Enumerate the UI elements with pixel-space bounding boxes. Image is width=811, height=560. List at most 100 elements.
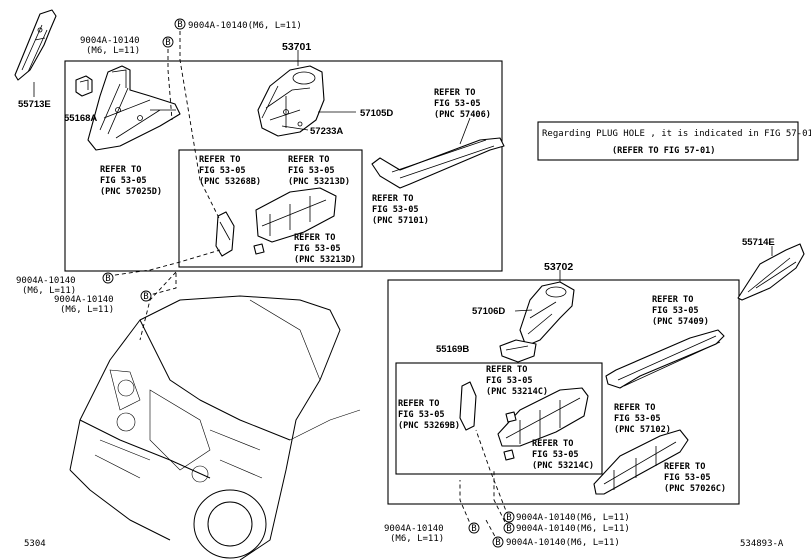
- label-57105D[interactable]: 57105D: [360, 108, 393, 119]
- fastener-label-botL-line1[interactable]: 9004A-10140: [384, 524, 444, 534]
- part-55169B-drawing: [499, 339, 537, 363]
- fastener-marker-top1: B: [174, 18, 186, 30]
- subgroup-right-box: [395, 362, 603, 475]
- label-55714E[interactable]: 55714E: [742, 237, 775, 248]
- inner-left-parts-drawing: [215, 187, 337, 257]
- fastener-label-top1[interactable]: 9004A-10140(M6, L=11): [188, 21, 302, 31]
- label-55713E[interactable]: 55713E: [18, 99, 51, 110]
- svg-text:FIG 53-05: FIG 53-05: [664, 473, 711, 483]
- fastener-marker-mid1: B: [102, 272, 114, 284]
- fastener-label-bot3[interactable]: 9004A-10140(M6, L=11): [506, 538, 620, 548]
- note-line-2[interactable]: (REFER TO FIG 57-01): [612, 146, 715, 156]
- fastener-marker-bot1: B: [503, 511, 515, 523]
- fastener-label-top2-line1[interactable]: 9004A-10140: [80, 36, 140, 46]
- svg-text:REFER TO: REFER TO: [434, 88, 475, 98]
- svg-text:(PNC 53214C): (PNC 53214C): [486, 387, 548, 397]
- svg-text:REFER TO: REFER TO: [652, 295, 693, 305]
- rail-57409-drawing: [605, 329, 725, 389]
- svg-text:B: B: [471, 524, 476, 534]
- svg-text:B: B: [495, 538, 500, 548]
- fastener-marker-bot3: B: [492, 536, 504, 548]
- inner-right-parts-drawing: [459, 381, 589, 461]
- fastener-label-mid2-line2: (M6, L=11): [60, 305, 114, 315]
- fastener-marker-top2: B: [162, 36, 174, 48]
- group-53702-box: [387, 279, 740, 505]
- refer-57026C[interactable]: REFER TO FIG 53-05 (PNC 57026C): [664, 462, 726, 494]
- label-53702[interactable]: 53702: [544, 261, 573, 273]
- svg-text:FIG 53-05: FIG 53-05: [434, 99, 481, 109]
- svg-text:REFER TO: REFER TO: [486, 365, 527, 375]
- refer-53269B[interactable]: REFER TO FIG 53-05 (PNC 53269B): [398, 399, 460, 431]
- rail-57406-drawing: [371, 137, 505, 189]
- svg-text:B: B: [177, 20, 182, 30]
- fastener-label-bot2[interactable]: 9004A-10140(M6, L=11): [516, 524, 630, 534]
- fastener-label-mid2-line1[interactable]: 9004A-10140: [54, 295, 114, 305]
- dashed-leaders: [107, 24, 509, 543]
- label-55168A[interactable]: 55168A: [64, 113, 97, 124]
- svg-text:FIG 53-05: FIG 53-05: [294, 244, 341, 254]
- refer-57102[interactable]: REFER TO FIG 53-05 (PNC 57102): [614, 403, 671, 435]
- svg-text:FIG 53-05: FIG 53-05: [652, 306, 699, 316]
- svg-text:B: B: [506, 524, 511, 534]
- svg-text:(PNC 53268B): (PNC 53268B): [199, 177, 261, 187]
- label-57106D[interactable]: 57106D: [472, 306, 505, 317]
- refer-57406[interactable]: REFER TO FIG 53-05 (PNC 57406): [434, 88, 491, 120]
- part-53701-drawing: [257, 65, 325, 137]
- svg-text:(PNC 57406): (PNC 57406): [434, 110, 491, 120]
- svg-text:B: B: [506, 513, 511, 523]
- svg-text:REFER TO: REFER TO: [288, 155, 329, 165]
- svg-text:REFER TO: REFER TO: [100, 165, 141, 175]
- svg-text:B: B: [165, 38, 170, 48]
- part-55714E-drawing: [737, 243, 805, 301]
- svg-text:FIG 53-05: FIG 53-05: [486, 376, 533, 386]
- svg-text:REFER TO: REFER TO: [664, 462, 705, 472]
- refer-53213D-upper[interactable]: REFER TO FIG 53-05 (PNC 53213D): [288, 155, 350, 187]
- car-illustration: [69, 295, 361, 560]
- fastener-label-top2-line2: (M6, L=11): [86, 46, 140, 56]
- fastener-label-bot1[interactable]: 9004A-10140(M6, L=11): [516, 513, 630, 523]
- svg-text:(PNC 57025D): (PNC 57025D): [100, 187, 162, 197]
- refer-53214C-upper[interactable]: REFER TO FIG 53-05 (PNC 53214C): [486, 365, 548, 397]
- svg-text:(PNC 57101): (PNC 57101): [372, 216, 429, 226]
- part-55713E-drawing: [14, 9, 57, 81]
- label-57233A[interactable]: 57233A: [310, 126, 343, 137]
- svg-text:(PNC 57026C): (PNC 57026C): [664, 484, 726, 494]
- svg-text:REFER TO: REFER TO: [532, 439, 573, 449]
- fastener-label-botL-line2: (M6, L=11): [390, 534, 444, 544]
- svg-text:(PNC 53213D): (PNC 53213D): [294, 255, 356, 265]
- refer-57101[interactable]: REFER TO FIG 53-05 (PNC 57101): [372, 194, 429, 226]
- svg-text:REFER TO: REFER TO: [199, 155, 240, 165]
- refer-53213D-lower[interactable]: REFER TO FIG 53-05 (PNC 53213D): [294, 233, 356, 265]
- svg-text:FIG 53-05: FIG 53-05: [532, 450, 579, 460]
- footer-right-code: 534893-A: [740, 539, 784, 549]
- svg-text:FIG 53-05: FIG 53-05: [372, 205, 419, 215]
- rail-57026C-drawing: [593, 429, 689, 495]
- svg-text:(PNC 53269B): (PNC 53269B): [398, 421, 460, 431]
- fastener-marker-bot2: B: [503, 522, 515, 534]
- refer-57025D[interactable]: REFER TO FIG 53-05 (PNC 57025D): [100, 165, 162, 197]
- refer-53268B[interactable]: REFER TO FIG 53-05 (PNC 53268B): [199, 155, 261, 187]
- svg-text:FIG 53-05: FIG 53-05: [398, 410, 445, 420]
- group-53701-box: [64, 60, 503, 272]
- footer-left-code: 5304: [24, 539, 46, 549]
- svg-text:(PNC 53214C): (PNC 53214C): [532, 461, 594, 471]
- apron-left-drawing: [87, 65, 181, 151]
- plug-hole-note-box: [537, 121, 799, 161]
- svg-text:B: B: [105, 274, 110, 284]
- svg-text:FIG 53-05: FIG 53-05: [288, 166, 335, 176]
- part-55168A-drawing: [75, 75, 93, 97]
- fastener-label-mid1-line2: (M6, L=11): [22, 286, 76, 296]
- label-55169B[interactable]: 55169B: [436, 344, 469, 355]
- label-53701[interactable]: 53701: [282, 41, 311, 53]
- refer-53214C-lower[interactable]: REFER TO FIG 53-05 (PNC 53214C): [532, 439, 594, 471]
- subgroup-left-box: [178, 149, 363, 268]
- svg-text:FIG 53-05: FIG 53-05: [199, 166, 246, 176]
- svg-text:(PNC 57102): (PNC 57102): [614, 425, 671, 435]
- fastener-label-mid1-line1[interactable]: 9004A-10140: [16, 276, 76, 286]
- svg-text:REFER TO: REFER TO: [372, 194, 413, 204]
- refer-57409[interactable]: REFER TO FIG 53-05 (PNC 57409): [652, 295, 709, 327]
- note-line-1: Regarding PLUG HOLE , it is indicated in…: [542, 129, 811, 139]
- svg-text:B: B: [143, 292, 148, 302]
- fastener-marker-botL: B: [468, 522, 480, 534]
